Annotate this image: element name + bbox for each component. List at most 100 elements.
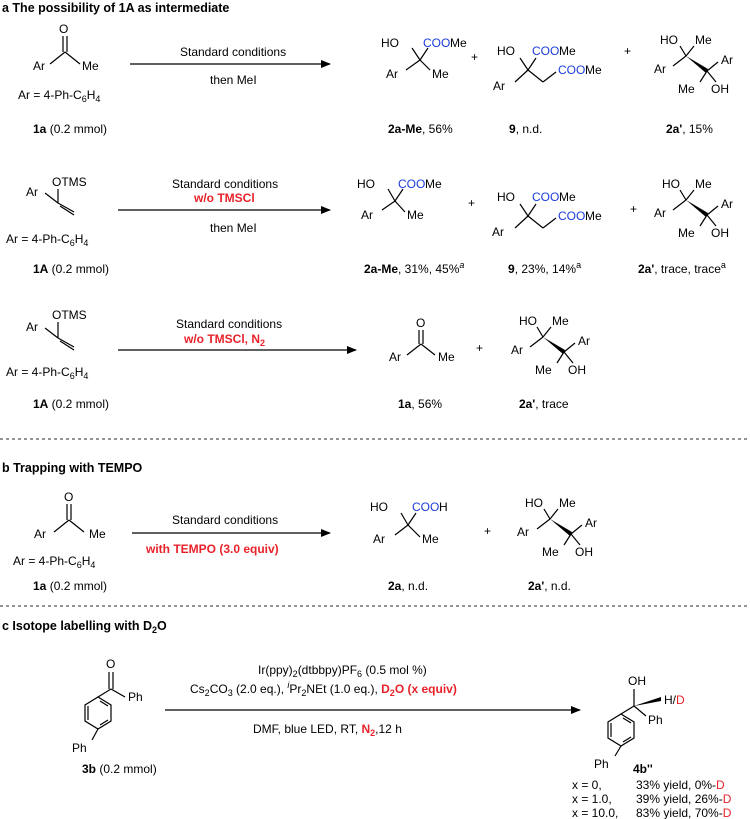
svg-text:39% yield, 26%-D: 39% yield, 26%-D xyxy=(636,792,732,806)
svg-text:OTMS: OTMS xyxy=(52,308,87,322)
svg-text:H: H xyxy=(439,500,448,514)
svg-text:Ph: Ph xyxy=(72,741,87,755)
product-2a-prime-structure: HO Me Ar Ar Me OH xyxy=(517,496,597,559)
section-c-heading: c Isotope labelling with D2O xyxy=(2,619,167,635)
row5-product-label: 4b'' xyxy=(633,762,653,776)
svg-text:with TEMPO (3.0 equiv): with TEMPO (3.0 equiv) xyxy=(145,542,279,556)
svg-text:HO: HO xyxy=(497,44,515,58)
ketone-1a-structure: O Ar Me xyxy=(389,316,455,364)
product-9-structure: HO COO Me Ar COO Me xyxy=(493,44,602,93)
row1-p3-label: 2a', 15% xyxy=(666,122,713,136)
svg-text:Me: Me xyxy=(422,532,439,546)
svg-text:HO: HO xyxy=(497,190,515,204)
svg-text:Me: Me xyxy=(535,363,552,377)
svg-text:COO: COO xyxy=(558,63,585,77)
svg-text:HO: HO xyxy=(660,33,678,47)
row4-p1-label: 2a, n.d. xyxy=(388,579,428,593)
svg-text:Ar: Ar xyxy=(517,525,529,539)
svg-text:O: O xyxy=(416,316,425,330)
svg-text:+: + xyxy=(630,202,637,216)
svg-text:Ar: Ar xyxy=(654,62,666,76)
svg-text:HO: HO xyxy=(381,36,399,50)
result-row: x = 0, 33% yield, 0%-D xyxy=(572,778,725,792)
svg-text:Me: Me xyxy=(89,527,106,541)
row1-p2-label: 9, n.d. xyxy=(509,122,542,136)
row3-sm-label: 1A (0.2 mmol) xyxy=(33,397,109,411)
product-2a-me-structure: HO COO Me Ar Me xyxy=(381,36,467,81)
svg-text:OH: OH xyxy=(568,363,586,377)
product-2a-prime-structure: HO Me Ar Ar Me OH xyxy=(654,33,733,96)
product-2a-structure: HO COO H Ar Me xyxy=(370,500,448,546)
product-9-structure: HO COO Me Ar COO Me xyxy=(492,190,602,239)
svg-text:Ar: Ar xyxy=(721,197,733,211)
result-row: x = 1.0, 39% yield, 26%-D xyxy=(572,792,732,806)
svg-text:Me: Me xyxy=(559,44,576,58)
svg-text:Me: Me xyxy=(559,496,576,510)
svg-text:Ar: Ar xyxy=(492,225,504,239)
svg-text:Ar: Ar xyxy=(361,208,373,222)
product-2a-me-structure: HO COO Me Ar Me xyxy=(357,177,442,222)
row1-p1-label: 2a-Me, 56% xyxy=(388,122,453,136)
svg-text:OH: OH xyxy=(711,82,729,96)
svg-text:Me: Me xyxy=(585,209,602,223)
svg-text:HO: HO xyxy=(525,496,543,510)
row1-sm-label: 1a (0.2 mmol) xyxy=(33,122,107,136)
row3-condition-red: w/o TMSCl, N2 xyxy=(183,332,265,348)
row-4: O Ar Me Ar = 4-Ph-C6H4 Standard conditio… xyxy=(13,490,597,593)
catalyst-line: Ir(ppy)2(dtbbpy)PF6 (0.5 mol %) xyxy=(258,663,427,679)
row4-sm-label: 1a (0.2 mmol) xyxy=(33,579,107,593)
row3-p1-label: 1a, 56% xyxy=(398,397,442,411)
svg-text:Ar: Ar xyxy=(26,185,38,199)
enol-ether-1A-structure: OTMS Ar xyxy=(26,308,87,351)
svg-text:Standard conditions: Standard conditions xyxy=(180,45,286,59)
svg-text:OH: OH xyxy=(575,545,593,559)
alcohol-4b-structure: OH H/D Ph Ph xyxy=(594,674,685,771)
svg-text:Me: Me xyxy=(542,545,559,559)
row-1: O Ar Me Ar = 4-Ph-C6H4 Standard conditio… xyxy=(18,22,733,136)
ar-definition: Ar = 4-Ph-C6H4 xyxy=(18,88,100,104)
product-2a-prime-structure: HO Me Ar Ar Me OH xyxy=(511,314,590,377)
svg-text:COO: COO xyxy=(398,177,425,191)
svg-text:Ar: Ar xyxy=(721,53,733,67)
svg-text:OTMS: OTMS xyxy=(52,175,87,189)
row5-sm-label: 3b (0.2 mmol) xyxy=(82,762,157,776)
svg-text:Ph: Ph xyxy=(648,713,663,727)
ar-definition: Ar = 4-Ph-C6H4 xyxy=(13,554,95,570)
row-5: O Ph Ph Ir(ppy)2(dtbbpy)PF6 (0.5 mol %) … xyxy=(72,657,732,819)
svg-text:Ar: Ar xyxy=(389,350,401,364)
svg-text:Me: Me xyxy=(82,59,99,73)
svg-text:HO: HO xyxy=(519,314,537,328)
svg-text:Me: Me xyxy=(695,177,712,191)
svg-text:HO: HO xyxy=(370,500,388,514)
svg-text:83% yield, 70%-D: 83% yield, 70%-D xyxy=(636,806,732,819)
svg-text:H/D: H/D xyxy=(664,693,685,707)
conditions-line: DMF, blue LED, RT, N2,12 h xyxy=(253,722,402,738)
svg-text:HO: HO xyxy=(662,177,680,191)
svg-text:O: O xyxy=(59,22,68,36)
svg-text:x = 10.0,: x = 10.0, xyxy=(572,806,618,819)
svg-text:33% yield, 0%-D: 33% yield, 0%-D xyxy=(636,778,725,792)
svg-text:Ar: Ar xyxy=(511,343,523,357)
row-2: OTMS Ar Ar = 4-Ph-C6H4 Standard conditio… xyxy=(6,175,733,276)
svg-text:Standard conditions: Standard conditions xyxy=(172,513,278,527)
svg-text:x = 1.0,: x = 1.0, xyxy=(572,792,612,806)
svg-text:Ar: Ar xyxy=(26,320,38,334)
svg-text:Ar: Ar xyxy=(654,206,666,220)
ketone-1a-structure: O Ar Me xyxy=(33,22,99,73)
svg-text:HO: HO xyxy=(357,177,375,191)
svg-text:+: + xyxy=(471,50,478,64)
svg-text:OH: OH xyxy=(628,674,646,688)
section-a-heading: a The possibility of 1A as intermediate xyxy=(2,1,229,15)
ar-definition: Ar = 4-Ph-C6H4 xyxy=(6,365,88,381)
svg-text:COO: COO xyxy=(423,36,450,50)
row2-p3-label: 2a', trace, tracea xyxy=(638,260,726,276)
svg-text:x = 0,: x = 0, xyxy=(572,778,602,792)
svg-text:Ar: Ar xyxy=(578,334,590,348)
row-3: OTMS Ar Ar = 4-Ph-C6H4 Standard conditio… xyxy=(6,308,590,411)
svg-text:then MeI: then MeI xyxy=(210,73,257,87)
svg-text:+: + xyxy=(476,341,483,355)
svg-text:Me: Me xyxy=(432,67,449,81)
svg-text:Ar: Ar xyxy=(386,67,398,81)
svg-text:Me: Me xyxy=(559,190,576,204)
